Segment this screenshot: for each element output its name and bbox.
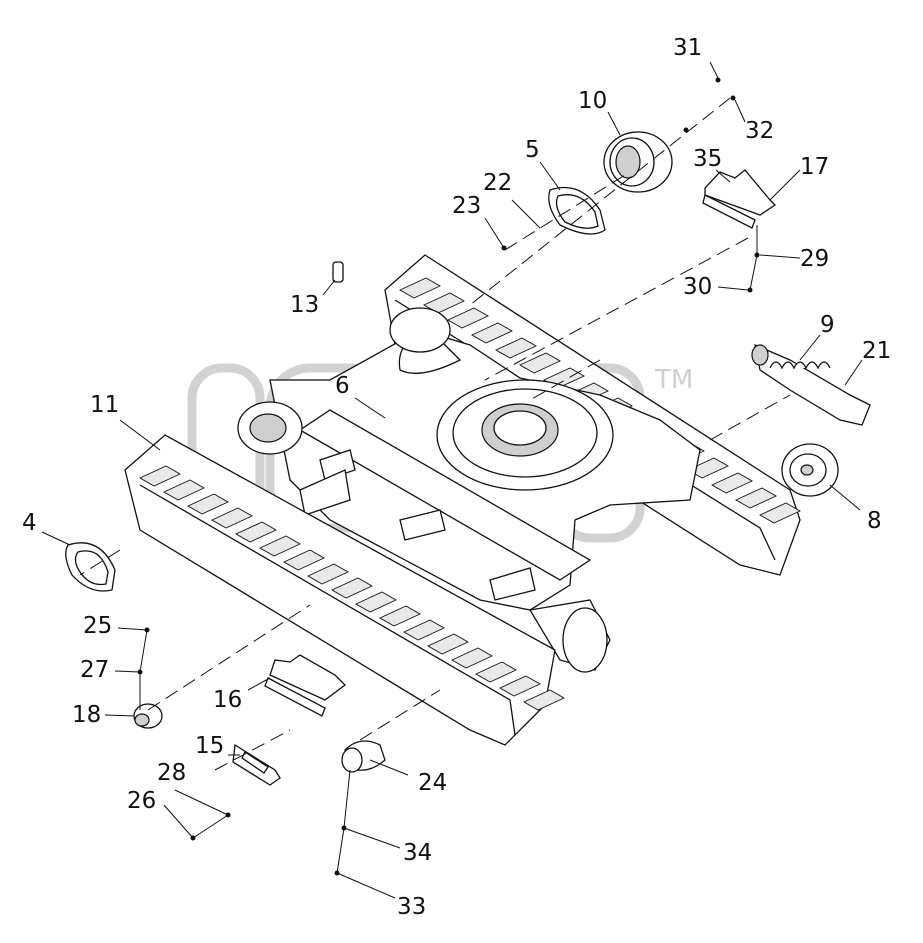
track-guard-front (264, 654, 346, 717)
callout-26: 26 (127, 788, 156, 814)
callout-18: 18 (72, 702, 101, 728)
track-shoe (427, 633, 469, 655)
callout-4: 4 (22, 510, 37, 536)
track-shoe (471, 322, 513, 344)
track-shoe (187, 493, 229, 515)
callout-29: 29 (800, 246, 829, 272)
sprocket (603, 131, 673, 193)
track-frame (237, 307, 701, 673)
idler-wheel (781, 443, 839, 497)
track-shoe (403, 619, 445, 641)
cover-4 (65, 542, 116, 592)
callout-31: 31 (673, 35, 702, 61)
track-shoe (163, 479, 205, 501)
callout-17: 17 (800, 154, 829, 180)
pad-13 (332, 261, 344, 283)
track-shoe (451, 647, 493, 669)
callout-33: 33 (397, 894, 426, 920)
callout-13: 13 (290, 292, 319, 318)
callout-6: 6 (335, 373, 350, 399)
track-shoe (331, 577, 373, 599)
leader-lines (41, 61, 863, 899)
track-shoe (235, 521, 277, 543)
track-chain-front (124, 434, 565, 746)
track-shoe (735, 487, 777, 509)
callout-21: 21 (862, 338, 891, 364)
track-shoe (399, 277, 441, 299)
track-shoe (519, 352, 561, 374)
assembly-lines (79, 97, 791, 771)
callout-28: 28 (157, 760, 186, 786)
callout-30: 30 (683, 274, 712, 300)
track-shoe (379, 605, 421, 627)
callout-25: 25 (83, 613, 112, 639)
recoil-spring-assembly (751, 343, 871, 426)
track-shoe (499, 675, 541, 697)
callout-32: 32 (745, 118, 774, 144)
track-shoe (447, 307, 489, 329)
track-shoe (211, 507, 253, 529)
callout-34: 34 (403, 840, 432, 866)
plate-15 (232, 743, 281, 786)
track-shoe (495, 337, 537, 359)
callout-23: 23 (452, 193, 481, 219)
callout-5: 5 (525, 137, 540, 163)
callout-15: 15 (195, 733, 224, 759)
callout-24: 24 (418, 770, 447, 796)
callout-8: 8 (867, 508, 882, 534)
callout-35: 35 (693, 146, 722, 172)
roller-24 (341, 740, 386, 773)
callout-10: 10 (578, 88, 607, 114)
cover-plate (548, 186, 606, 235)
callout-16: 16 (213, 687, 242, 713)
track-shoe (307, 563, 349, 585)
track-shoe (355, 591, 397, 613)
track-shoe (475, 661, 517, 683)
callout-labels: 31 10 32 5 35 17 22 23 29 30 13 9 21 6 1… (22, 35, 891, 920)
callout-11: 11 (90, 392, 119, 418)
roller-18 (133, 703, 163, 729)
track-shoe (759, 502, 801, 524)
fastener-dots (137, 77, 760, 876)
track-shoe (139, 465, 181, 487)
track-shoe (259, 535, 301, 557)
track-guard-rear (702, 169, 777, 229)
track-shoe (687, 457, 729, 479)
callout-22: 22 (483, 170, 512, 196)
callout-9: 9 (820, 312, 835, 338)
track-shoe (283, 549, 325, 571)
track-shoe (711, 472, 753, 494)
callout-27: 27 (80, 657, 109, 683)
watermark-tm: TM (654, 365, 693, 395)
track-shoe (523, 689, 565, 711)
